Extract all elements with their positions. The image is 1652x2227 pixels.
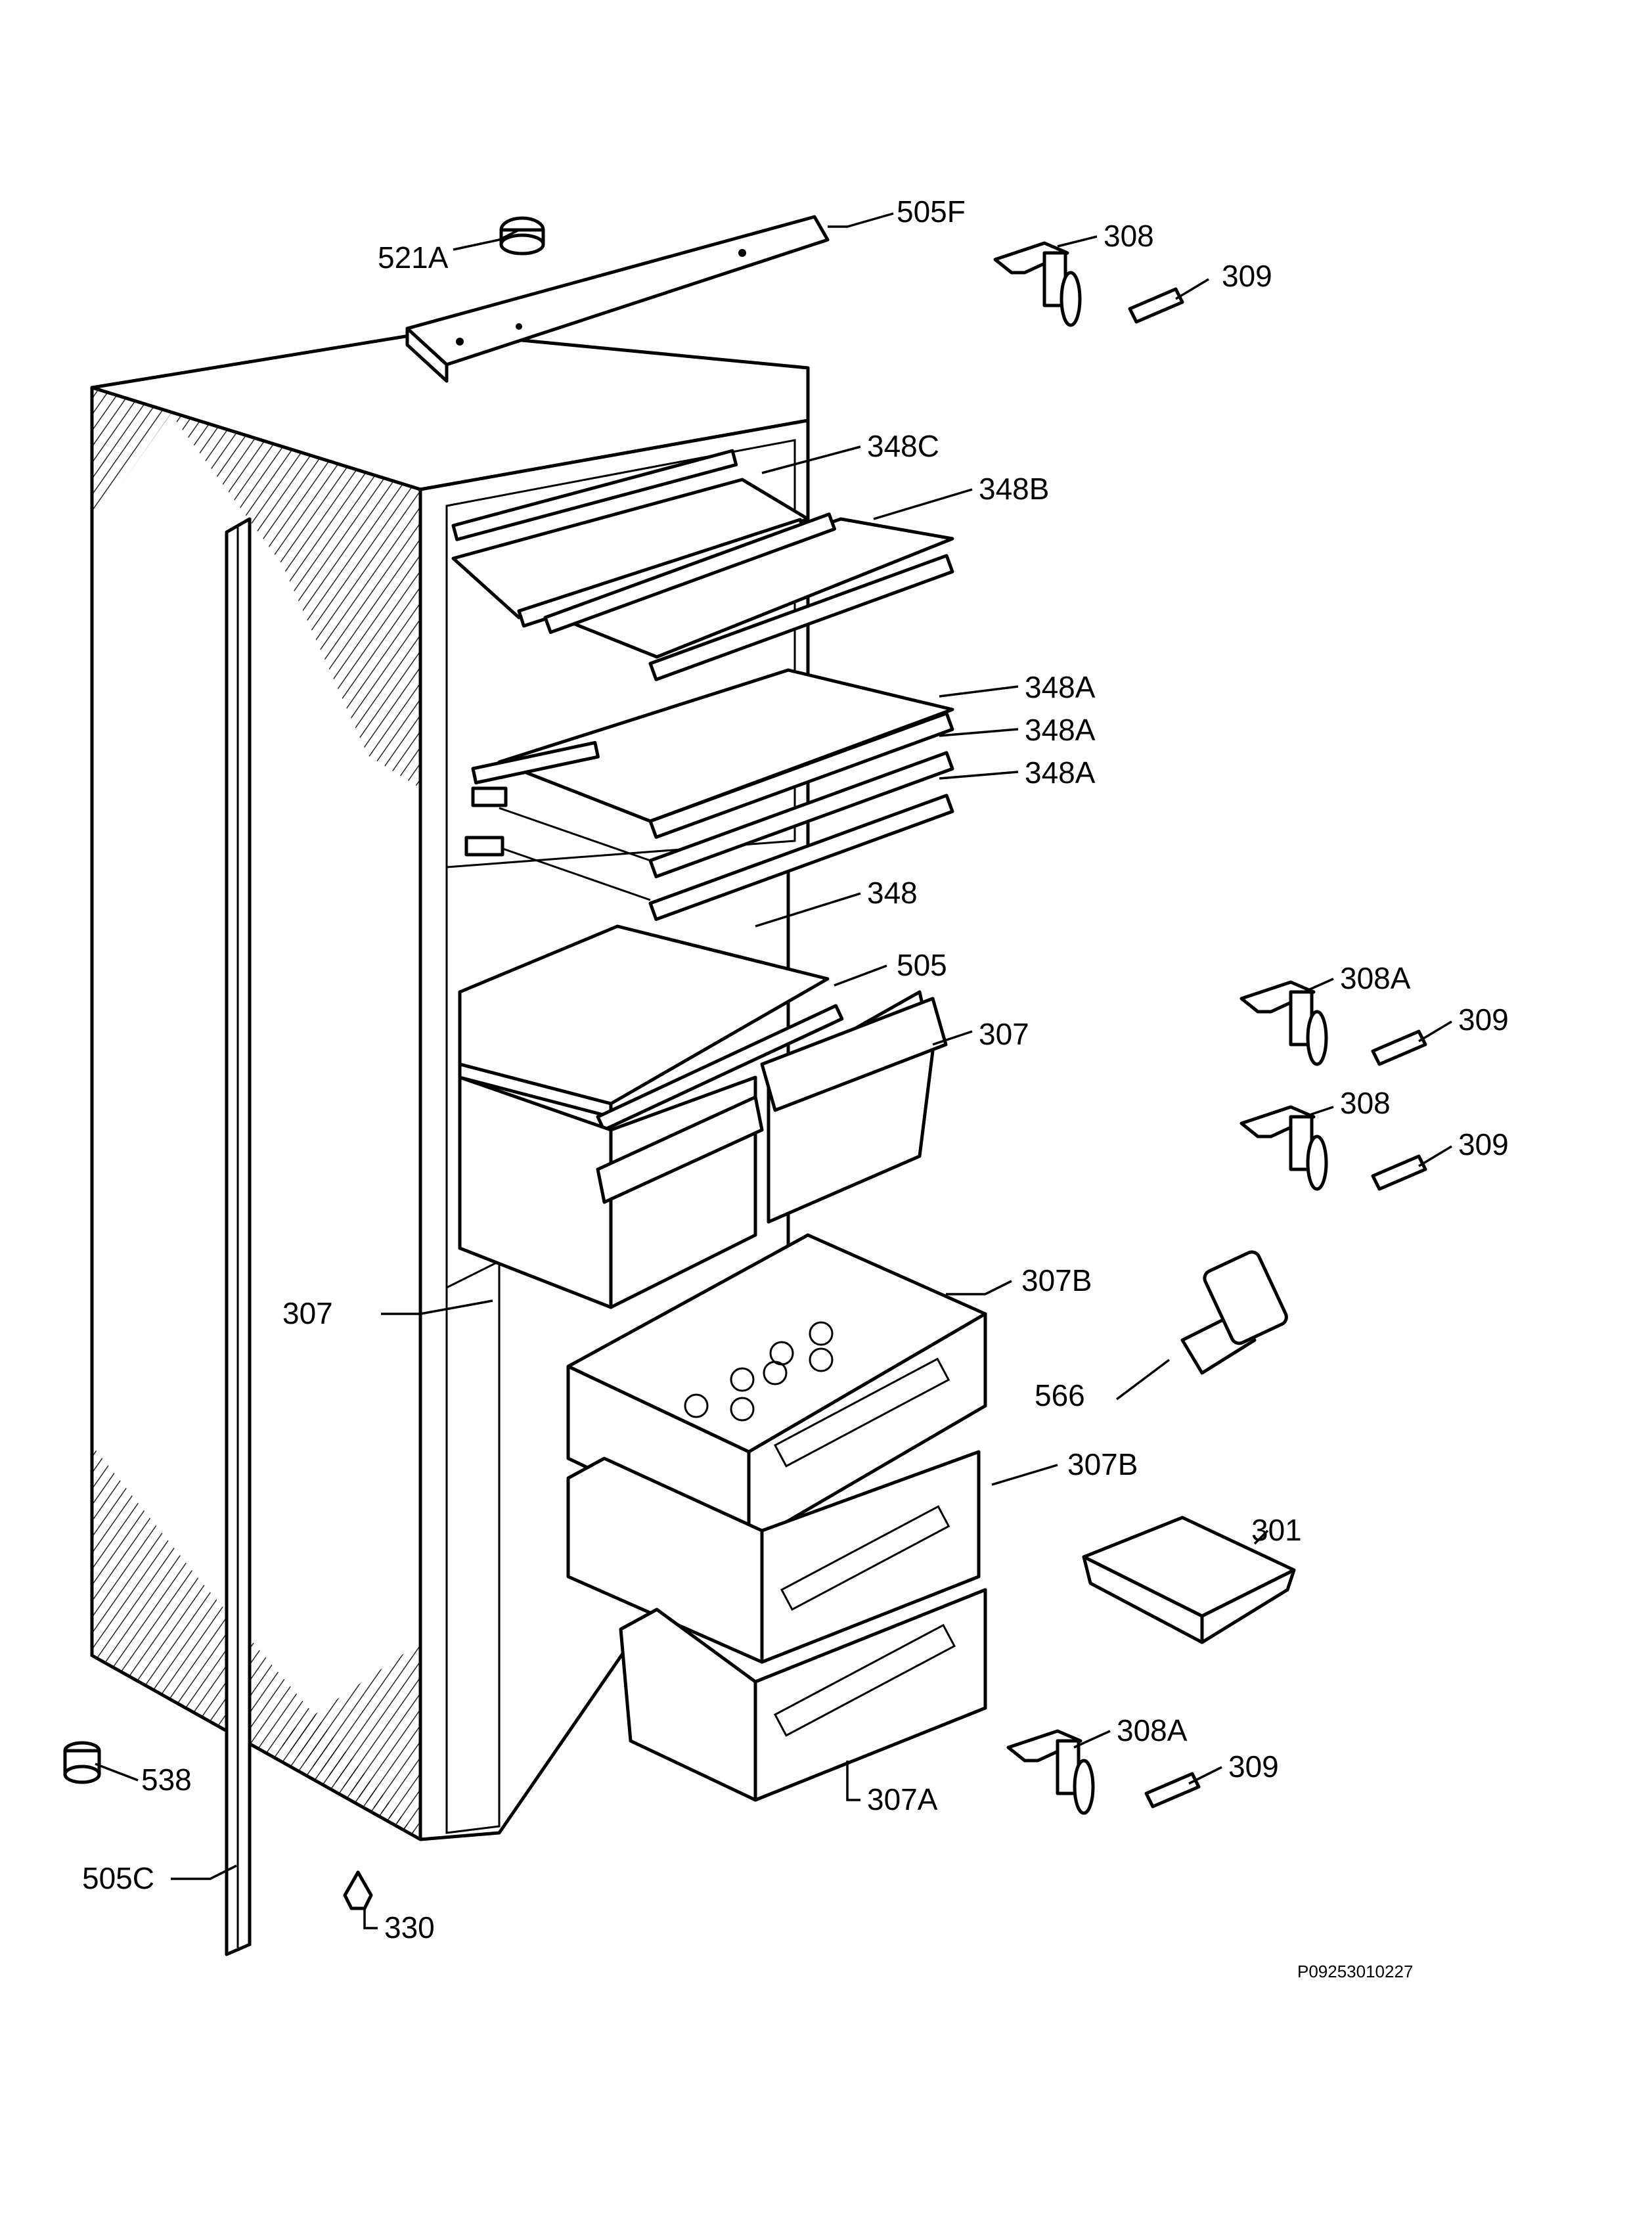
foot-538	[63, 1741, 101, 1784]
label-307-left: 307	[282, 1296, 333, 1330]
hinge-308-mid	[1239, 1105, 1328, 1191]
basket-holes	[684, 1321, 834, 1422]
label-307-right: 307	[979, 1017, 1029, 1051]
ice-scraper-566	[1180, 1250, 1288, 1375]
label-538: 538	[141, 1763, 192, 1797]
shelf-348B	[543, 512, 954, 681]
label-308-top: 308	[1104, 219, 1154, 253]
label-309-top: 309	[1222, 259, 1272, 293]
label-505F: 505F	[897, 194, 966, 229]
cover-309-mid1	[1371, 1029, 1427, 1066]
drawer-307-right	[760, 990, 948, 1224]
cover-309-mid2	[1371, 1154, 1427, 1191]
label-308A-bottom: 308A	[1117, 1713, 1188, 1747]
ice-tray-301	[1082, 1516, 1296, 1644]
shelf-348C	[451, 449, 810, 628]
clip-330	[343, 1870, 373, 1910]
label-348: 348	[867, 876, 918, 910]
label-301: 301	[1251, 1513, 1302, 1547]
label-307B-2: 307B	[1067, 1447, 1138, 1481]
label-505C: 505C	[82, 1861, 154, 1895]
leader-lines	[95, 212, 1452, 1929]
cover-309-top	[1128, 287, 1184, 324]
label-348C: 348C	[867, 429, 939, 463]
label-307A: 307A	[867, 1782, 938, 1816]
label-521A: 521A	[378, 240, 449, 275]
freezer-basket-307A	[619, 1588, 987, 1802]
drawing-code: P09253010227	[1297, 1962, 1413, 1981]
label-566: 566	[1035, 1378, 1085, 1412]
label-348A-1: 348A	[1025, 670, 1096, 704]
label-309-mid2: 309	[1458, 1127, 1509, 1161]
shelf-348A-low	[464, 794, 954, 921]
label-348B: 348B	[979, 472, 1049, 506]
hinge-bar-505F	[405, 215, 830, 383]
cover-309-bottom	[1144, 1772, 1201, 1809]
freezer-basket-307B-bottom	[566, 1450, 981, 1664]
label-308-mid: 308	[1340, 1086, 1391, 1120]
label-330: 330	[384, 1910, 435, 1945]
label-348A-3: 348A	[1025, 755, 1096, 790]
shelf-348A-top	[471, 668, 954, 839]
shelf-348	[458, 924, 844, 1132]
label-348A-2: 348A	[1025, 713, 1096, 747]
freezer-basket-307B-top	[566, 1233, 987, 1546]
hinge-308-top	[993, 241, 1082, 327]
label-308A-mid: 308A	[1340, 961, 1411, 995]
shelf-348A-mid	[471, 751, 954, 878]
callout-labels: 505F 521A 308 309 348C 348B 348A 348A 34…	[82, 194, 1509, 1945]
label-309-bottom: 309	[1228, 1749, 1279, 1784]
label-307B-1: 307B	[1021, 1263, 1092, 1297]
drawer-307-left	[458, 1075, 764, 1309]
label-309-mid1: 309	[1458, 1002, 1509, 1037]
part-521A	[499, 216, 545, 256]
hinge-308A-bottom	[1006, 1729, 1095, 1815]
label-505: 505	[897, 948, 947, 982]
hinge-308A-mid	[1239, 980, 1328, 1066]
